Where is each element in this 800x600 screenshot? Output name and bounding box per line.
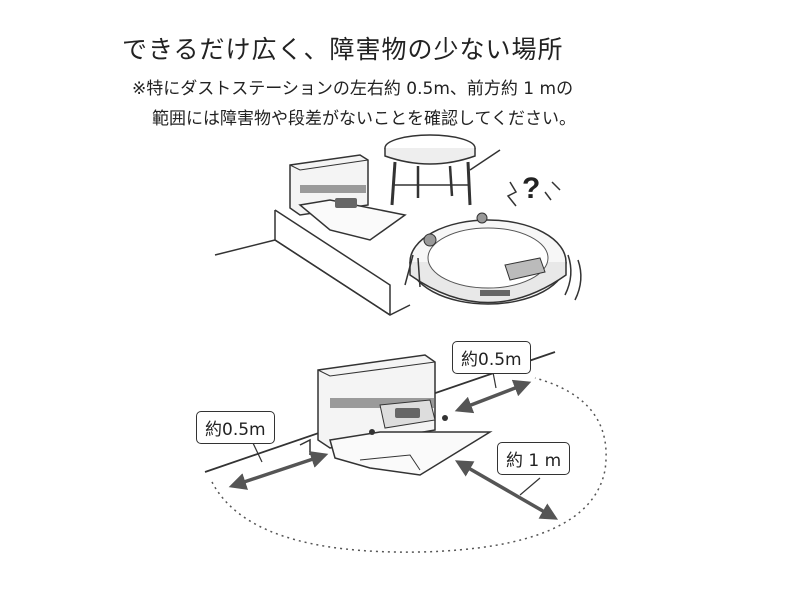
dust-station-icon-top	[289, 154, 407, 241]
left-clearance-label: 約0.5m	[196, 411, 275, 444]
front-clearance-arrow	[454, 460, 559, 520]
left-clearance-arrow	[228, 451, 329, 490]
clearance-area-outline	[211, 377, 607, 553]
question-mark: ?	[522, 172, 540, 205]
caution-note-line-1: ※特にダストステーションの左右約 0.5m、前方約 1 mの	[132, 79, 574, 99]
confused-marks	[506, 181, 582, 301]
page-title: できるだけ広く、障害物の少ない場所	[122, 35, 564, 64]
robot-vacuum-icon	[404, 212, 567, 305]
front-clearance-label: 約 1 m	[497, 442, 571, 475]
caution-note-line-2: 範囲には障害物や段差がないことを確認してください。	[152, 109, 576, 129]
floor-step	[274, 209, 411, 316]
obstacle-scene: ?	[214, 134, 582, 316]
stool-obstacle-icon	[384, 134, 476, 206]
dust-station-icon-bottom	[299, 354, 493, 476]
right-clearance-label: 約0.5m	[452, 341, 531, 374]
right-clearance-arrow	[454, 379, 532, 414]
